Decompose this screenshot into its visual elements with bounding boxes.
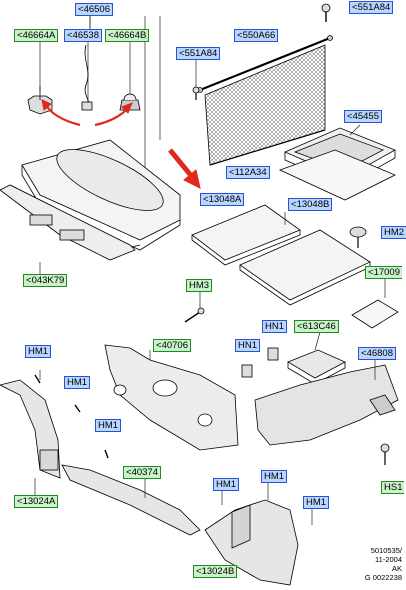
- callout-46664b: <46664B: [105, 29, 150, 42]
- callout-hm3: HM3: [186, 279, 213, 292]
- callout-613c46: <613C46: [294, 320, 339, 333]
- screw-hm1b: [74, 404, 81, 413]
- strap-46538: [81, 44, 93, 111]
- label-17009: [351, 299, 399, 329]
- cargo-net-550a66: [197, 35, 333, 166]
- clip-hn1b: [241, 364, 253, 378]
- screw-551a84-top: [321, 3, 331, 22]
- callout-13024b: <13024B: [193, 565, 238, 578]
- callout-46808: <46808: [358, 347, 396, 360]
- screw-551a84: [192, 86, 200, 100]
- callout-13024a: <13024A: [14, 495, 59, 508]
- trim-panel-40706: [104, 344, 239, 451]
- callout-hm1e: HM1: [261, 470, 288, 483]
- callout-043k79: <043K79: [23, 274, 68, 287]
- floor-panel-13048b: [239, 229, 371, 306]
- reference-line-4: G 0022238: [364, 573, 402, 582]
- diagram-reference: 5010535/ 11-2004 AK G 0022238: [365, 546, 402, 582]
- screw-hs1: [380, 443, 390, 465]
- side-trim-46808: [254, 364, 399, 446]
- cap-hm2: [349, 226, 367, 248]
- reference-line-1: 5010535/: [370, 546, 402, 555]
- callout-46664a: <46664A: [14, 29, 59, 42]
- callout-40706: <40706: [153, 339, 191, 352]
- callout-13048b: <13048B: [288, 198, 333, 211]
- callout-112a34: <112A34: [226, 166, 270, 179]
- sill-trim-40374: [61, 464, 201, 536]
- callout-46538: <46538: [64, 29, 102, 42]
- callout-551a84-top: <551A84: [349, 1, 394, 14]
- reference-line-3: AK: [391, 564, 402, 573]
- screw-hm1c: [104, 449, 109, 459]
- callout-hn1a: HN1: [262, 320, 288, 333]
- clip-46664a: [27, 86, 53, 115]
- callout-hm1c: HM1: [95, 419, 122, 432]
- callout-hm1a: HM1: [25, 345, 52, 358]
- callout-45455: <45455: [344, 110, 382, 123]
- red-arrows: [41, 99, 201, 189]
- reference-line-2: 11-2004: [375, 555, 402, 564]
- callout-40374: <40374: [123, 466, 161, 479]
- pillar-trim-13024a: [0, 379, 61, 479]
- screw-hm1a: [34, 374, 41, 384]
- mat-112a34: [278, 149, 396, 201]
- callout-46506: <46506: [75, 3, 113, 16]
- screw-hm3: [184, 307, 205, 323]
- callout-550a66: <550A66: [234, 29, 279, 42]
- callout-13048a: <13048A: [200, 193, 245, 206]
- floor-panel-13048a: [191, 204, 301, 266]
- callout-17009: <17009: [365, 266, 402, 279]
- callout-hm1d: HM1: [213, 478, 240, 491]
- callout-hm1f: HM1: [303, 496, 330, 509]
- callout-551a84: <551A84: [176, 47, 221, 60]
- clip-hn1a: [267, 347, 279, 361]
- callout-hn1b: HN1: [235, 339, 261, 352]
- callout-hs1: HS1: [381, 481, 405, 494]
- callout-hm1b: HM1: [64, 376, 91, 389]
- callout-hm2: HM2: [381, 226, 406, 239]
- parcel-shelf-46506: [0, 139, 181, 261]
